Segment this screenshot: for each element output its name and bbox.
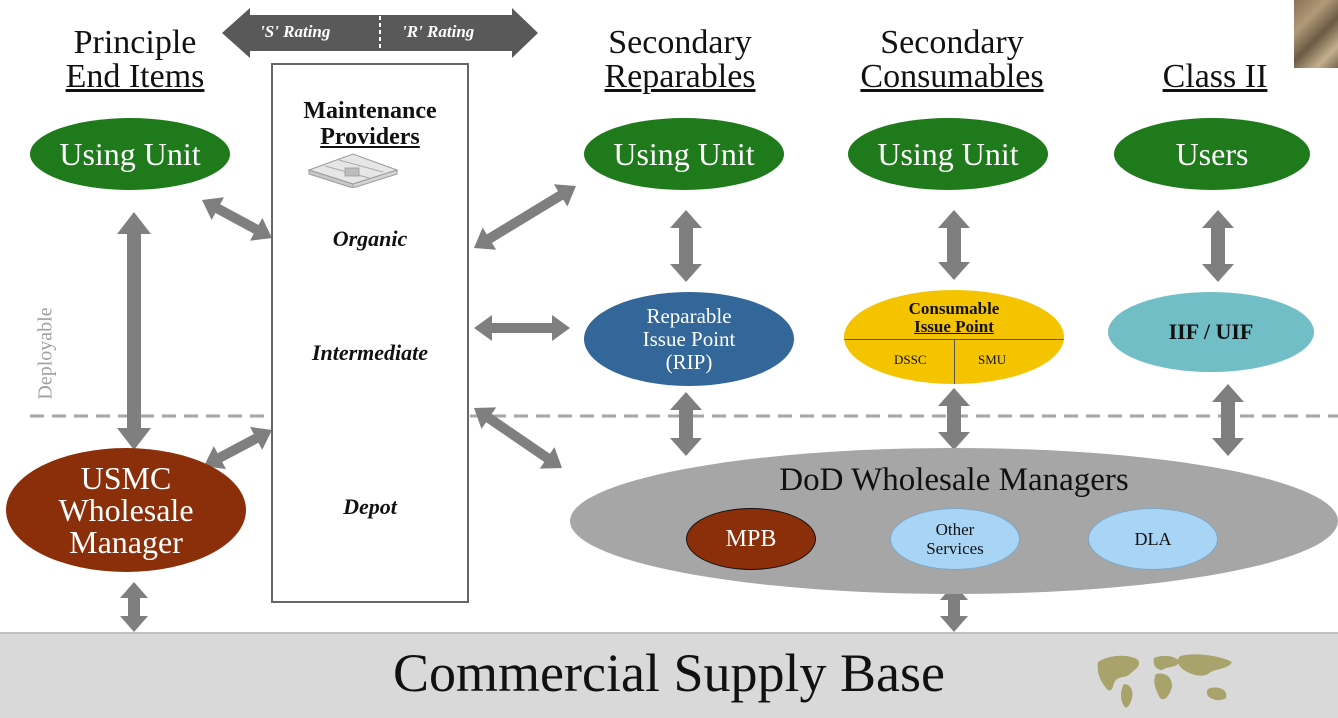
arrow-cip-to-dod: [938, 388, 970, 450]
dla-node: DLA: [1088, 508, 1218, 570]
dla-label: DLA: [1134, 528, 1172, 549]
using-unit-consumables-node: Using Unit: [848, 118, 1048, 190]
maintenance-title-line2: Providers: [320, 124, 420, 150]
principle-header-line1: Principle: [73, 24, 197, 61]
arrow-reparables-unit-to-rip: [670, 210, 702, 282]
organic-label: Organic: [332, 226, 408, 251]
arrow-users-to-iif: [1202, 210, 1234, 282]
reparables-header-line1: Secondary: [608, 24, 752, 61]
cip-divider-v: [954, 339, 955, 384]
using-unit-consumables-label: Using Unit: [877, 135, 1019, 172]
r-rating-label: 'R' Rating: [402, 22, 475, 41]
arrow-usmc-to-supply-base: [120, 582, 148, 632]
rip-line3: (RIP): [665, 349, 713, 374]
using-unit-principle-label: Using Unit: [59, 135, 201, 172]
arrow-organic-to-reparables-unit: [474, 184, 576, 250]
commercial-supply-base-label: Commercial Supply Base: [393, 643, 945, 703]
reparables-header-line2: Reparables: [604, 58, 756, 95]
usmc-line2: Wholesale: [58, 492, 194, 528]
arrow-principle-unit-to-organic: [202, 197, 272, 241]
users-node: Users: [1114, 118, 1310, 190]
principle-header-line2: End Items: [65, 58, 205, 95]
using-unit-principle-node: Using Unit: [30, 118, 230, 190]
class-ii-header: Class II: [1135, 60, 1295, 94]
depot-label: Depot: [343, 494, 397, 519]
consumables-header-line2: Consumables: [860, 58, 1044, 95]
iif-uif-node: IIF / UIF: [1108, 292, 1314, 372]
cip-line1: Consumable: [908, 299, 1000, 318]
arrow-dod-to-supply-base: [940, 584, 968, 632]
usmc-line1: USMC: [80, 460, 172, 496]
usmc-line3: Manager: [69, 524, 183, 560]
mpb-node: MPB: [686, 508, 816, 570]
world-map-icon: [1097, 654, 1232, 708]
rip-line1: Reparable: [646, 303, 732, 328]
using-unit-reparables-label: Using Unit: [613, 135, 755, 172]
iif-uif-label: IIF / UIF: [1168, 319, 1254, 344]
secondary-reparables-header: Secondary Reparables: [575, 26, 785, 94]
s-rating-label: 'S' Rating: [260, 22, 331, 41]
maintenance-title-line1: Maintenance: [303, 98, 437, 124]
other-services-node: Other Services: [890, 508, 1020, 570]
arrow-consumables-unit-to-cip: [938, 210, 970, 280]
using-unit-reparables-node: Using Unit: [584, 118, 784, 190]
other-services-line2: Services: [926, 539, 984, 558]
class-ii-header-text: Class II: [1162, 58, 1268, 95]
maintenance-providers-box: [271, 63, 469, 603]
intermediate-label: Intermediate: [311, 340, 429, 365]
cip-dssc-label: DSSC: [894, 352, 927, 367]
photo-thumbnail: [1294, 0, 1338, 68]
arrow-principle-unit-to-usmc: [117, 212, 151, 450]
arrow-rip-to-dod: [670, 392, 702, 456]
cip-line2: Issue Point: [914, 317, 994, 336]
maintenance-providers-title: Maintenance Providers: [271, 98, 469, 150]
consumable-issue-point-node: Consumable Issue Point DSSC SMU: [844, 290, 1064, 384]
usmc-wholesale-manager-node: USMC Wholesale Manager: [6, 448, 246, 572]
principle-end-items-header: Principle End Items: [30, 26, 240, 94]
other-services-line1: Other: [935, 520, 975, 539]
rating-bar: [222, 8, 538, 58]
reparable-issue-point-node: Reparable Issue Point (RIP): [584, 292, 794, 386]
arrow-intermediate-to-rip: [474, 315, 570, 341]
arrow-iif-to-dod: [1212, 384, 1244, 456]
dod-title: DoD Wholesale Managers: [779, 462, 1129, 498]
consumables-header-line1: Secondary: [880, 24, 1024, 61]
secondary-consumables-header: Secondary Consumables: [832, 26, 1072, 94]
warehouse-icon: [307, 153, 399, 188]
rip-line2: Issue Point: [642, 326, 736, 351]
deployable-label-wrap: Deployable: [30, 296, 60, 416]
cip-smu-label: SMU: [978, 352, 1007, 367]
arrow-depot-to-dod: [474, 407, 562, 469]
deployable-label: Deployable: [34, 307, 57, 400]
users-label: Users: [1175, 135, 1249, 172]
arrow-usmc-to-depot: [204, 426, 272, 470]
mpb-label: MPB: [725, 525, 777, 552]
